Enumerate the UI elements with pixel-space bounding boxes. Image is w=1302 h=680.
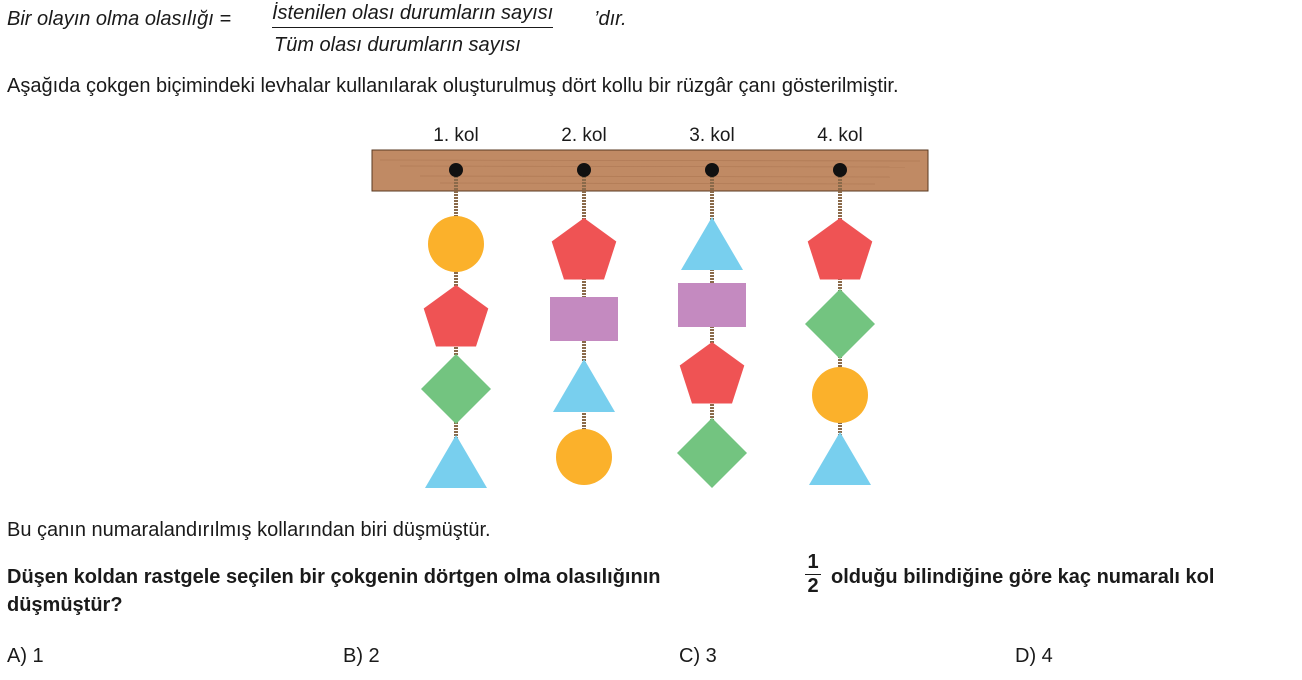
wood-grain [419, 175, 891, 178]
wood-grain [399, 165, 906, 168]
diamond-plate [421, 354, 491, 424]
circle-plate [428, 216, 484, 272]
fraction-numerator: 1 [805, 551, 821, 575]
hook-dot [705, 163, 719, 177]
circle-plate [556, 429, 612, 485]
triangle-plate [809, 432, 871, 485]
option-b[interactable]: B) 2 [343, 645, 380, 667]
pentagon-plate [551, 218, 617, 280]
option-a[interactable]: A) 1 [7, 645, 44, 667]
definition-numerator: İstenilen olası durumların sayısı [272, 2, 554, 28]
fraction-denominator: 2 [807, 575, 819, 597]
pentagon-plate [679, 342, 745, 404]
question-part1: Düşen koldan rastgele seçilen bir çokgen… [7, 566, 661, 588]
question-part3: düşmüştür? [7, 594, 123, 616]
wood-grain [379, 159, 921, 162]
pentagon-plate [807, 218, 873, 280]
intro-text: Aşağıda çokgen biçimindeki levhalar kull… [7, 75, 899, 97]
circle-plate [812, 367, 868, 423]
triangle-plate [553, 359, 615, 412]
arm-label-1: 1. kol [433, 125, 479, 146]
hook-dot [833, 163, 847, 177]
hook-dot [577, 163, 591, 177]
option-c[interactable]: C) 3 [679, 645, 717, 667]
definition-lhs: Bir olayın olma olasılığı = [7, 8, 231, 30]
diamond-plate [677, 418, 747, 488]
definition-denominator: Tüm olası durumların sayısı [274, 34, 521, 56]
statement-text: Bu çanın numaralandırılmış kollarından b… [7, 519, 491, 541]
arm-label-3: 3. kol [689, 125, 735, 146]
arm-label-4: 4. kol [817, 125, 863, 146]
hook-dot [449, 163, 463, 177]
fraction-half: 1 2 [805, 551, 821, 598]
pentagon-plate [423, 285, 489, 347]
arm-label-2: 2. kol [561, 125, 607, 146]
rectangle-plate [550, 297, 618, 341]
option-d[interactable]: D) 4 [1015, 645, 1053, 667]
diamond-plate [805, 289, 875, 359]
triangle-plate [681, 217, 743, 270]
triangle-plate [425, 435, 487, 488]
wood-grain [439, 182, 876, 185]
rectangle-plate [678, 283, 746, 327]
question-part2: olduğu bilindiğine göre kaç numaralı kol [831, 566, 1215, 588]
wind-chime-figure [371, 149, 929, 488]
definition-suffix: ’dır. [594, 8, 627, 30]
